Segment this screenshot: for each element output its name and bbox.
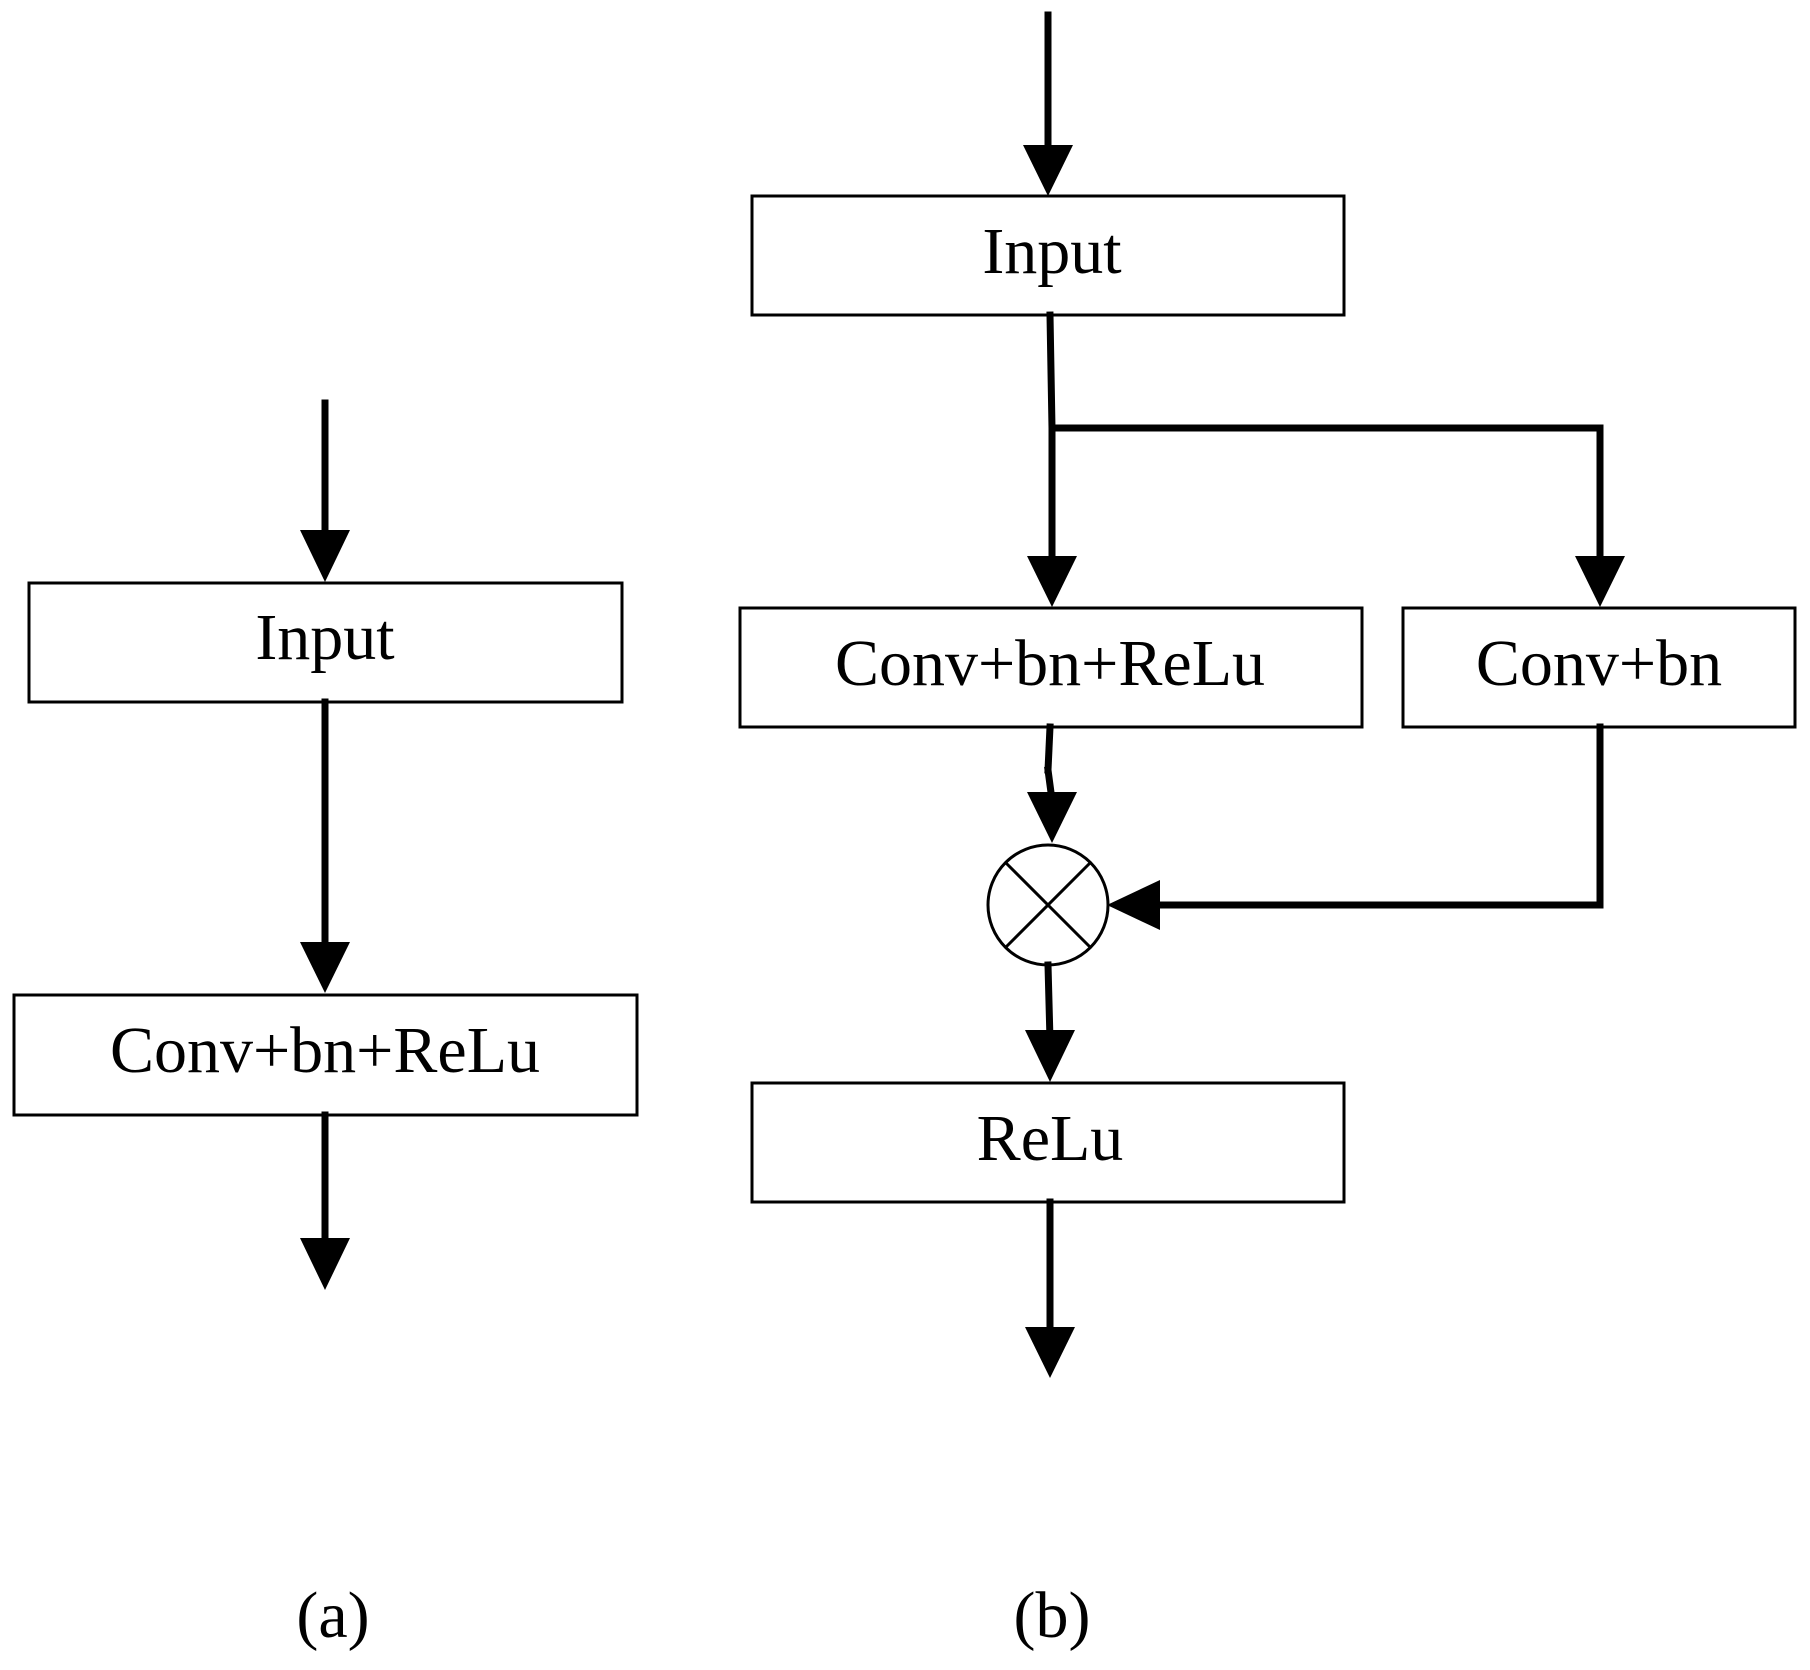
arrow-a-output	[300, 1111, 350, 1290]
input-label-a: Input	[255, 601, 394, 674]
multiply-operator	[986, 843, 1110, 967]
input-label-b: Input	[982, 215, 1121, 288]
arrow-b-to-conv-bn	[1575, 424, 1625, 607]
conv-bn-label-b: Conv+bn	[1476, 627, 1722, 700]
arrow-b-into-input	[1023, 11, 1073, 196]
arrow-b-multiply-to-relu	[1025, 961, 1075, 1082]
arrow-b-residual-to-multiply	[1107, 723, 1604, 930]
arrow-b-to-conv-bn-relu	[1027, 424, 1077, 607]
arrow-a-into-input	[300, 399, 350, 582]
arrow-a-input-to-conv	[300, 698, 350, 993]
caption-b: (b)	[1014, 1579, 1091, 1652]
relu-label-b: ReLu	[977, 1102, 1124, 1175]
arrow-b-to-multiply	[1027, 723, 1077, 843]
diagram-b: Input Conv+bn+ReLu Conv+bn	[738, 11, 1797, 1652]
input-box-b: Input	[750, 194, 1346, 317]
conv-bn-relu-box-b: Conv+bn+ReLu	[738, 606, 1364, 729]
input-box-a: Input	[27, 581, 624, 704]
conv-bn-relu-label-a: Conv+bn+ReLu	[110, 1014, 540, 1087]
conv-bn-box-b: Conv+bn	[1401, 606, 1797, 729]
conv-bn-relu-box-a: Conv+bn+ReLu	[12, 993, 639, 1117]
connector-b-input-trunk	[1046, 311, 1056, 432]
relu-box-b: ReLu	[750, 1081, 1346, 1204]
diagram-a: Input Conv+bn+ReLu (a)	[12, 399, 639, 1652]
arrow-b-output	[1025, 1198, 1075, 1378]
conv-bn-relu-label-b: Conv+bn+ReLu	[835, 627, 1265, 700]
caption-a: (a)	[296, 1579, 369, 1652]
